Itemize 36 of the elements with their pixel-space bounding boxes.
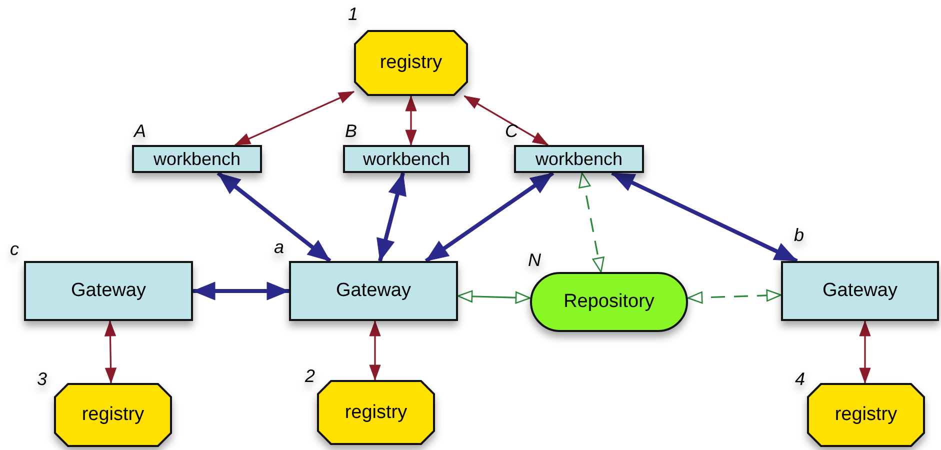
double-arrow	[859, 320, 871, 384]
double-arrow	[687, 289, 782, 304]
double-arrow	[464, 95, 548, 146]
node-label: registry	[344, 402, 408, 424]
node-tag-letter: N	[528, 250, 541, 271]
node-tag-letter: A	[134, 121, 146, 142]
double-arrow	[192, 282, 290, 300]
node-tag-letter: 1	[348, 4, 358, 25]
double-arrow	[234, 90, 354, 146]
node-tag-letter: C	[505, 121, 518, 142]
node-tag-letter: 4	[795, 369, 806, 390]
node-label: workbench	[153, 148, 241, 170]
double-arrow	[376, 172, 406, 262]
node-label: registry	[834, 404, 898, 426]
double-arrow	[216, 171, 332, 263]
node-tag-letter: c	[10, 239, 19, 260]
node-label: Gateway	[71, 280, 146, 302]
double-arrow	[457, 290, 531, 304]
double-arrow	[405, 96, 417, 146]
double-arrow	[611, 171, 798, 263]
node-label: registry	[380, 52, 442, 74]
node-tag-letter: B	[345, 121, 358, 142]
node-label: Repository	[564, 291, 654, 313]
node-tag-letter: b	[794, 225, 804, 246]
node-label: workbench	[535, 148, 623, 170]
node-tag-letter: 3	[37, 369, 48, 390]
double-arrow	[369, 320, 381, 380]
double-arrow	[424, 171, 554, 263]
node-tag-letter: a	[274, 237, 284, 258]
double-arrow	[104, 320, 116, 384]
node-label: Gateway	[336, 280, 411, 302]
double-arrow	[578, 172, 604, 273]
node-label: Gateway	[822, 280, 898, 302]
node-tag-letter: 2	[305, 366, 316, 387]
node-label: registry	[82, 404, 144, 426]
node-label: workbench	[362, 148, 450, 170]
